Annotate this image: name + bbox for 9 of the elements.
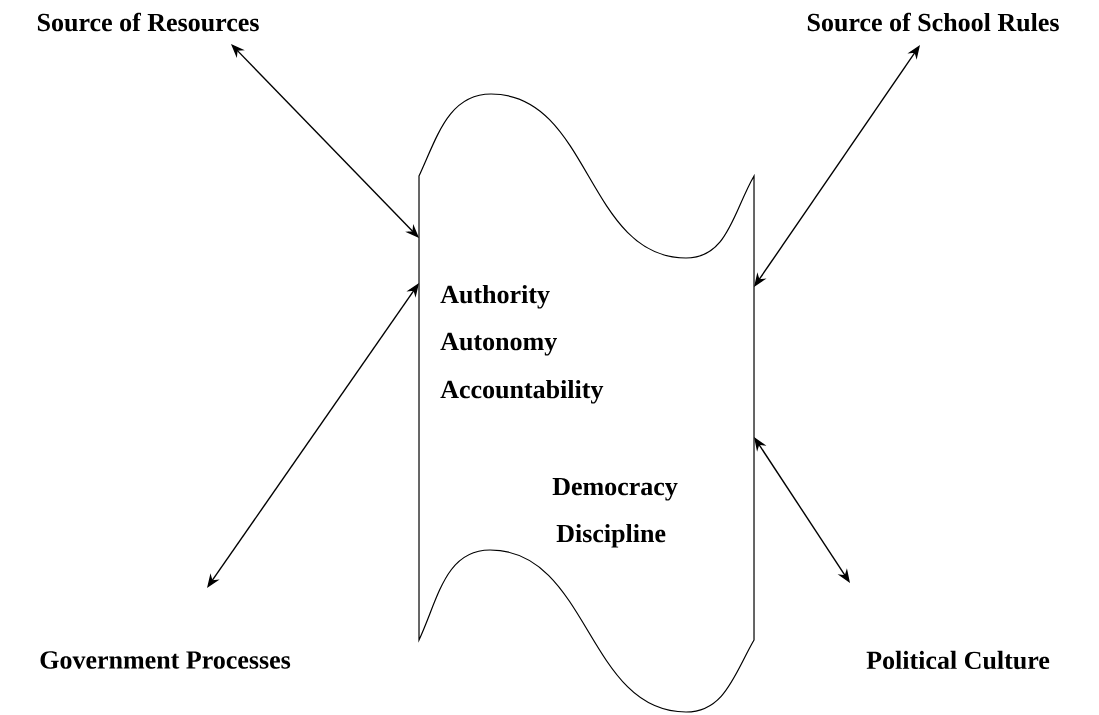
double-arrow (754, 45, 920, 287)
double-arrow (231, 44, 419, 238)
label-text: Political Culture (866, 650, 1050, 670)
wavy-banner: Authority Autonomy Accountability Democracy Discipline (418, 93, 755, 713)
label-text: Source of Resources (37, 12, 259, 32)
double-arrow (754, 437, 850, 583)
double-arrow (207, 283, 419, 588)
label-text: Source of School Rules (807, 12, 1059, 32)
label-text: Government Processes (40, 651, 291, 669)
